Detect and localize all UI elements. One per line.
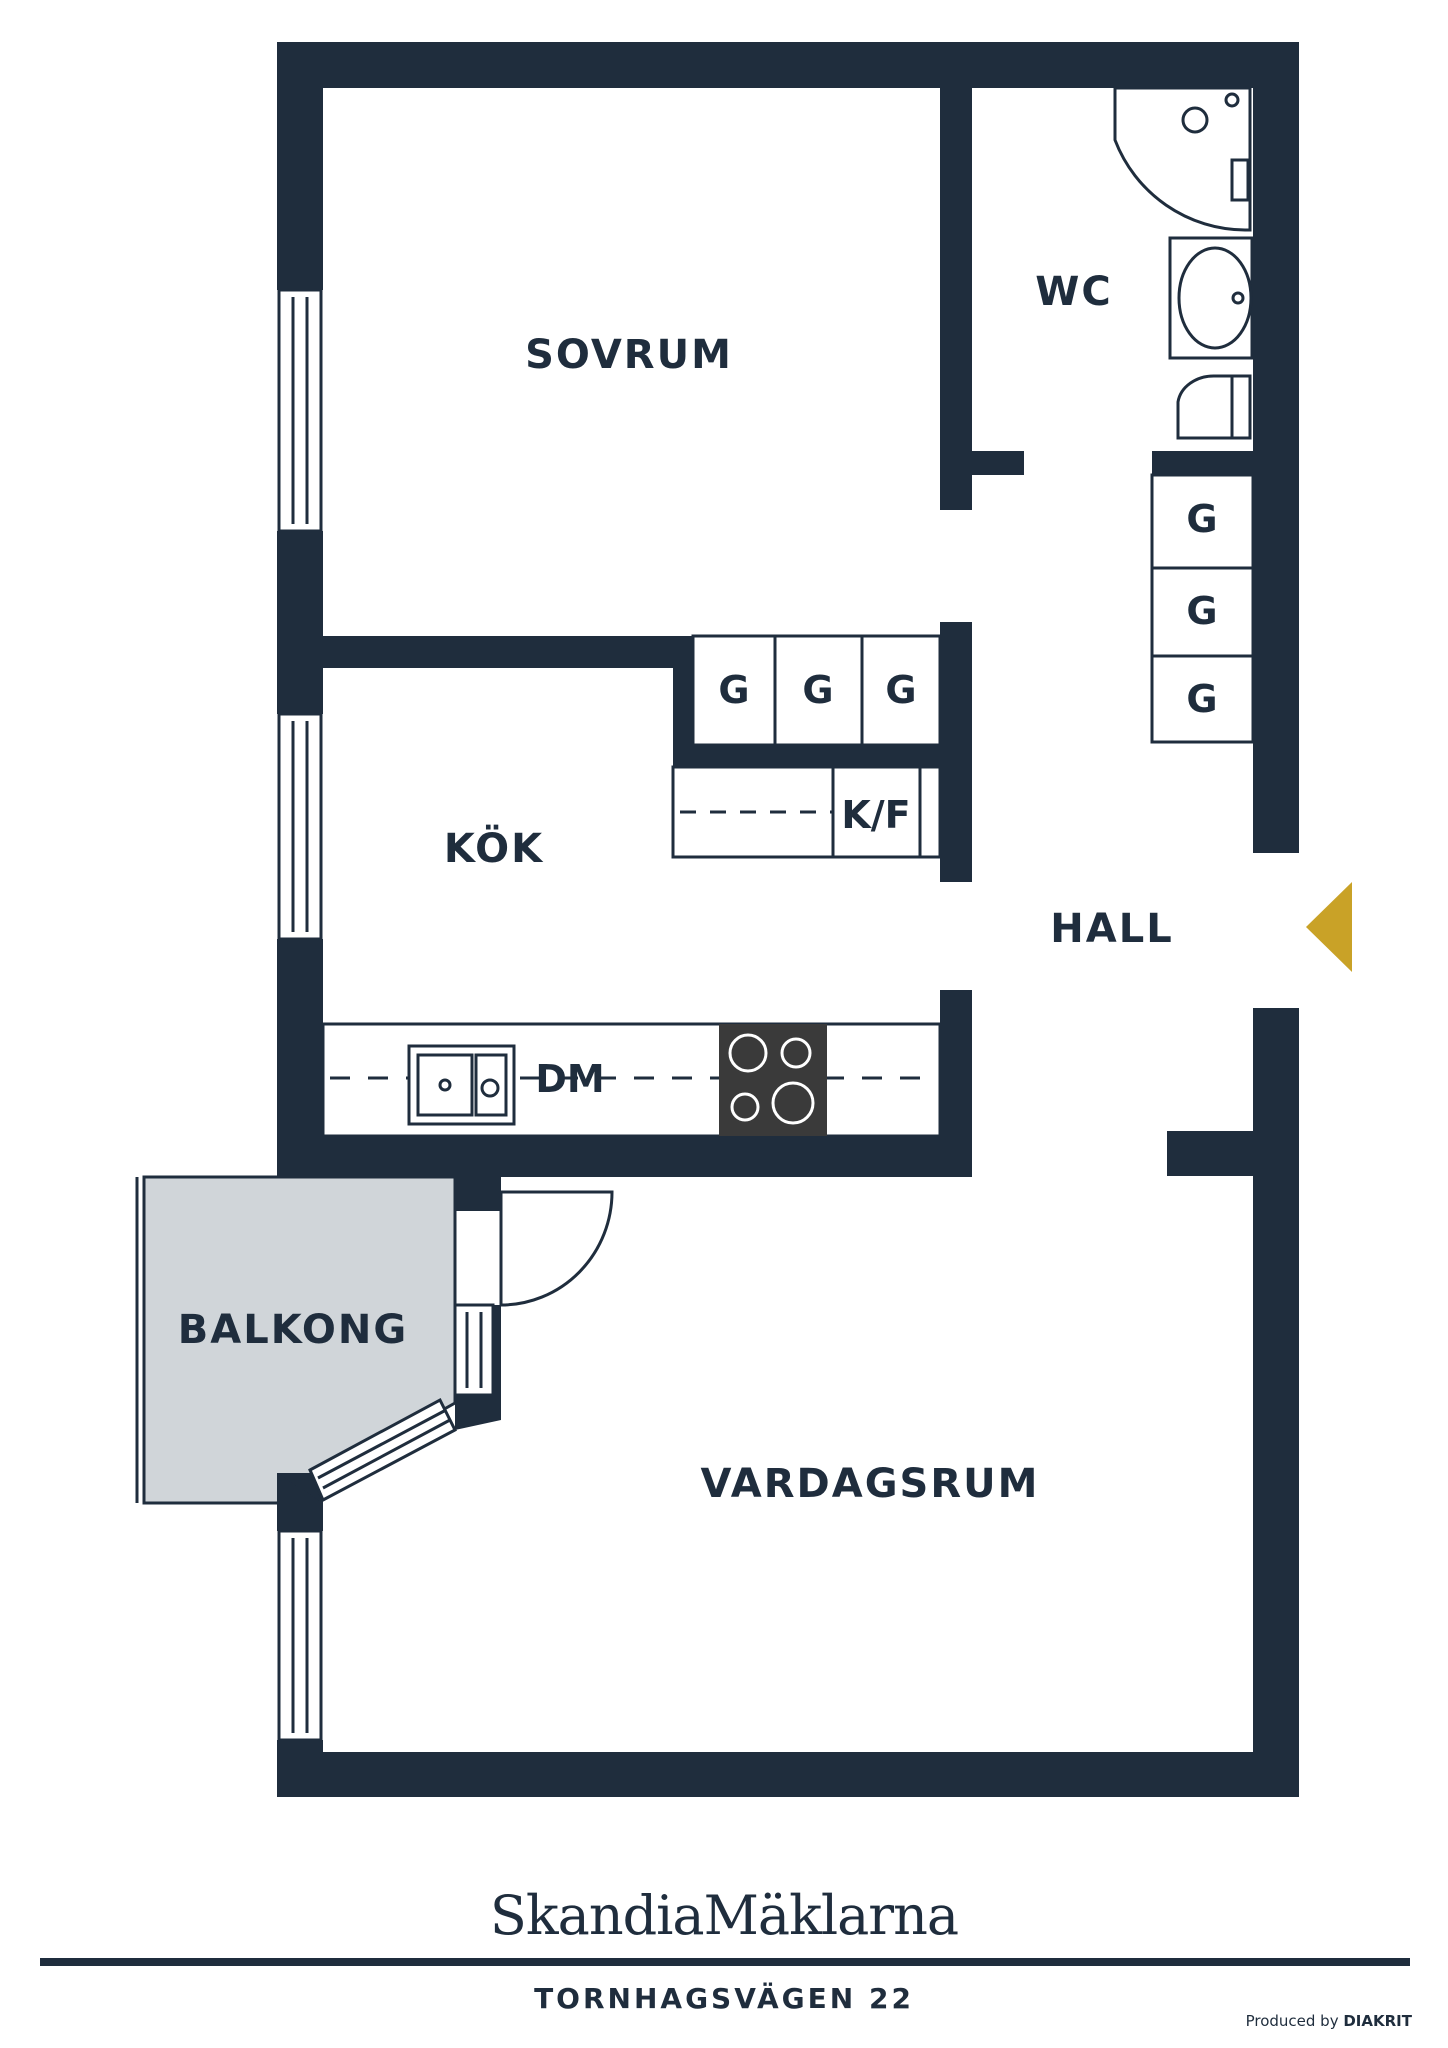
brand-logo: SkandiaMäklarna xyxy=(489,1884,959,1947)
room-label-kok: KÖK xyxy=(444,824,544,872)
sink xyxy=(407,1044,516,1126)
wardrobe-label-kitchen-3: G xyxy=(885,668,916,712)
wardrobe-label-hall-2: G xyxy=(1186,589,1217,633)
room-label-balkong: BALKONG xyxy=(178,1307,408,1353)
wardrobe-label-kitchen-1: G xyxy=(718,668,749,712)
entrance-marker xyxy=(1306,882,1352,972)
producer-credit: Produced by DIAKRIT xyxy=(1246,2012,1412,2030)
credit-brand: DIAKRIT xyxy=(1343,2012,1412,2030)
interior-walls xyxy=(277,88,1299,1520)
credit-prefix: Produced by xyxy=(1245,2012,1339,2030)
hall-wardrobes xyxy=(1150,473,1255,744)
fridge-counter xyxy=(671,765,942,859)
room-label-hall: HALL xyxy=(1050,906,1173,952)
bathroom-fixtures xyxy=(1113,86,1254,440)
room-label-sovrum: SOVRUM xyxy=(525,332,733,378)
balcony-door xyxy=(499,1190,614,1307)
fridge-freezer-label: K/F xyxy=(841,793,910,837)
windows-left xyxy=(277,288,323,1742)
wardrobe-label-hall-3: G xyxy=(1186,677,1217,721)
kitchen-wardrobes xyxy=(691,634,942,747)
room-label-wc: WC xyxy=(1035,269,1112,315)
address: TORNHAGSVÄGEN 22 xyxy=(534,1982,914,2015)
wardrobe-label-hall-1: G xyxy=(1186,497,1217,541)
footer-divider xyxy=(40,1958,1410,1966)
balcony-side-window xyxy=(308,1303,495,1503)
dishwasher-label: DM xyxy=(535,1057,604,1101)
room-label-vardagsrum: VARDAGSRUM xyxy=(701,1461,1040,1507)
stove xyxy=(719,1024,827,1136)
wardrobe-label-kitchen-2: G xyxy=(802,668,833,712)
